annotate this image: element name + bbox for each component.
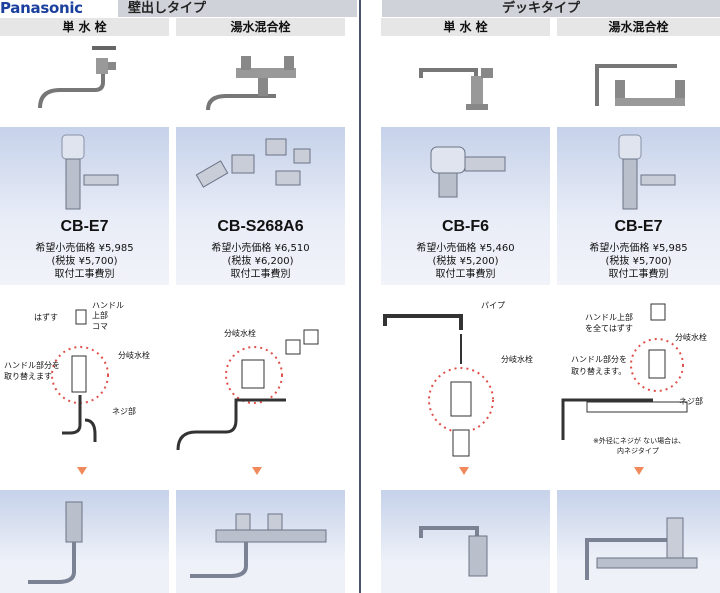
tax-price: (税抜 ¥5,200)	[432, 256, 499, 267]
section-title-wall: 壁出しタイプ	[128, 1, 207, 16]
label-pipe: パイプ	[481, 301, 505, 310]
label-torikae: 取り替えます	[4, 372, 52, 381]
column-header-4: 湯水混合栓	[557, 18, 720, 36]
installed-image-2	[176, 490, 345, 593]
price: 希望小売価格 ¥5,985	[589, 243, 688, 254]
down-arrow-icon	[459, 467, 469, 475]
installed-image-4	[557, 490, 720, 593]
label-bunki: 分岐水栓	[501, 355, 533, 364]
installed-faucet-image	[419, 526, 488, 577]
label-handle: ハンドル	[92, 301, 124, 310]
install-note: 取付工事費別	[608, 269, 669, 280]
diagram-drawing	[51, 309, 109, 442]
label-handle-part: ハンドル部分を	[4, 361, 60, 370]
column-header-3: 単 水 栓	[381, 18, 550, 36]
label-torikae: 取り替えます。	[571, 367, 627, 376]
label-handle-top: ハンドル上部	[585, 313, 633, 322]
installed-image-1	[0, 490, 169, 593]
price: 希望小売価格 ¥5,985	[35, 243, 134, 254]
diagram-drawing	[383, 314, 494, 457]
deck-single-faucet-image	[419, 68, 493, 110]
column-header-2: 湯水混合栓	[176, 18, 345, 36]
install-note: 取付工事費別	[230, 269, 291, 280]
wall-single-faucet-image	[38, 46, 116, 109]
tax-price: (税抜 ¥5,700)	[51, 256, 118, 267]
install-diagram-2: 分岐水栓	[176, 290, 345, 460]
section-divider	[359, 0, 361, 593]
down-arrow-icon	[252, 467, 262, 475]
label-hazusu: はずす	[34, 313, 58, 322]
label-bunki: 分岐水栓	[118, 351, 150, 360]
down-arrow-icon	[634, 467, 644, 475]
installed-faucet-image	[190, 513, 327, 578]
label-bunki: 分岐水栓	[675, 333, 707, 342]
tax-price: (税抜 ¥6,200)	[227, 256, 294, 267]
column-header-1: 単 水 栓	[0, 18, 169, 36]
install-diagram-4: ハンドル上部 を全てはずす 分岐水栓 ハンドル部分を 取り替えます。 ネジ部 ※…	[557, 290, 720, 460]
tax-price: (税抜 ¥5,700)	[605, 256, 672, 267]
model-name: CB-F6	[441, 218, 490, 235]
panasonic-logo: Panasonic	[0, 0, 118, 17]
product-card-4[interactable]: CB-E7 希望小売価格 ¥5,985 (税抜 ¥5,700) 取付工事費別	[557, 127, 720, 285]
product-card-1[interactable]: CB-E7 希望小売価格 ¥5,985 (税抜 ¥5,700) 取付工事費別	[0, 127, 169, 285]
installed-faucet-image	[585, 517, 698, 580]
diagram-drawing	[561, 303, 688, 440]
valve-image	[430, 146, 506, 198]
label-handle-upper: 上部	[92, 311, 108, 320]
installed-faucet-image	[28, 501, 83, 584]
label-note-1: ※外径にネジが ない場合は、	[593, 437, 686, 445]
install-diagram-1: はずす ハンドル 上部 コマ 分岐水栓 ハンドル部分を 取り替えます ネジ部	[0, 290, 169, 460]
label-zenbu: を全てはずす	[585, 324, 633, 333]
model-name: CB-E7	[614, 218, 663, 235]
section-header-deck: デッキタイプ	[382, 0, 720, 17]
model-name: CB-S268A6	[217, 218, 304, 235]
price: 希望小売価格 ¥5,460	[416, 243, 515, 254]
label-bunki: 分岐水栓	[224, 329, 256, 338]
install-diagram-3: パイプ 分岐水栓	[381, 290, 550, 460]
product-card-2[interactable]: CB-S268A6 希望小売価格 ¥6,510 (税抜 ¥6,200) 取付工事…	[176, 127, 345, 285]
label-neji: ネジ部	[112, 407, 136, 416]
deck-mixer-faucet-image	[595, 64, 685, 106]
down-arrow-icon	[77, 467, 87, 475]
label-neji: ネジ部	[679, 397, 703, 406]
install-note: 取付工事費別	[435, 269, 496, 280]
wall-mixer-faucet-image	[206, 56, 296, 111]
diagram-drawing	[176, 329, 319, 451]
price: 希望小売価格 ¥6,510	[211, 243, 310, 254]
valve-image	[61, 134, 119, 210]
valve-image	[195, 138, 311, 188]
label-handle-part: ハンドル部分を	[571, 355, 627, 364]
label-note-2: 内ネジタイプ	[617, 447, 659, 455]
model-name: CB-E7	[60, 218, 109, 235]
product-card-3[interactable]: CB-F6 希望小売価格 ¥5,460 (税抜 ¥5,200) 取付工事費別	[381, 127, 550, 285]
installed-image-3	[381, 490, 550, 593]
install-note: 取付工事費別	[54, 269, 115, 280]
section-title-deck: デッキタイプ	[502, 1, 581, 16]
label-koma: コマ	[92, 322, 108, 331]
valve-image	[618, 134, 676, 210]
